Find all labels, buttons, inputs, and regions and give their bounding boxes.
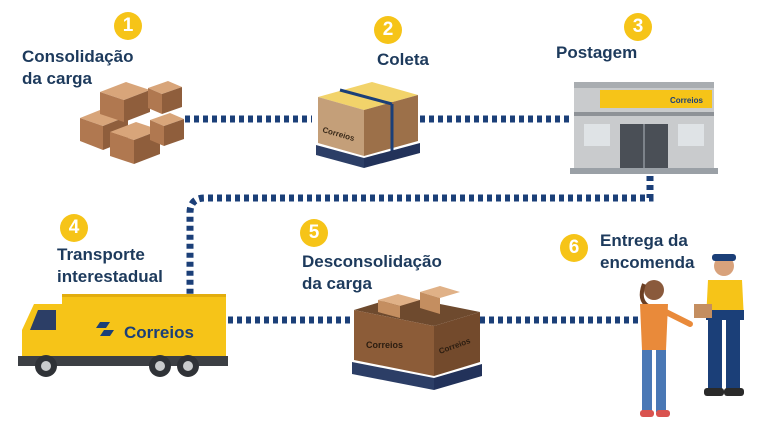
building-sign-brand: Correios xyxy=(670,96,703,105)
step-label-4-line1: Transporte xyxy=(57,244,163,266)
step-label-5-line1: Desconsolidação xyxy=(302,251,442,273)
step-number-6: 6 xyxy=(560,234,588,262)
step-label-2: Coleta xyxy=(377,49,429,71)
step-number-4: 4 xyxy=(60,214,88,242)
step-label-1-line1: Consolidação xyxy=(22,46,133,68)
step-label-5: Desconsolidação da carga xyxy=(302,251,442,295)
step-label-3-line1: Postagem xyxy=(556,42,637,64)
step-number-2: 2 xyxy=(374,16,402,44)
step-label-1: Consolidação da carga xyxy=(22,46,133,90)
step-label-4: Transporte interestadual xyxy=(57,244,163,288)
box-brand-left: Correios xyxy=(366,340,403,350)
wrapped-pallet-icon: Correios xyxy=(316,82,420,168)
step-label-6-line2: encomenda xyxy=(600,252,694,274)
step-label-4-line2: interestadual xyxy=(57,266,163,288)
step-label-1-line2: da carga xyxy=(22,68,133,90)
step-label-6-line1: Entrega da xyxy=(600,230,694,252)
delivery-people-icon xyxy=(640,254,744,417)
step-label-2-line1: Coleta xyxy=(377,49,429,71)
step-label-3: Postagem xyxy=(556,42,637,64)
boxes-icon xyxy=(80,81,184,164)
step-number-3: 3 xyxy=(624,13,652,41)
step-number-5: 5 xyxy=(300,219,328,247)
step-label-6: Entrega da encomenda xyxy=(600,230,694,274)
step-label-5-line2: da carga xyxy=(302,273,442,295)
post-office-icon: Correios xyxy=(570,82,718,174)
step-number-1: 1 xyxy=(114,12,142,40)
truck-brand: Correios xyxy=(124,323,194,342)
open-box-pallet-icon: Correios Correios xyxy=(352,286,482,390)
truck-icon: Correios xyxy=(18,294,228,377)
